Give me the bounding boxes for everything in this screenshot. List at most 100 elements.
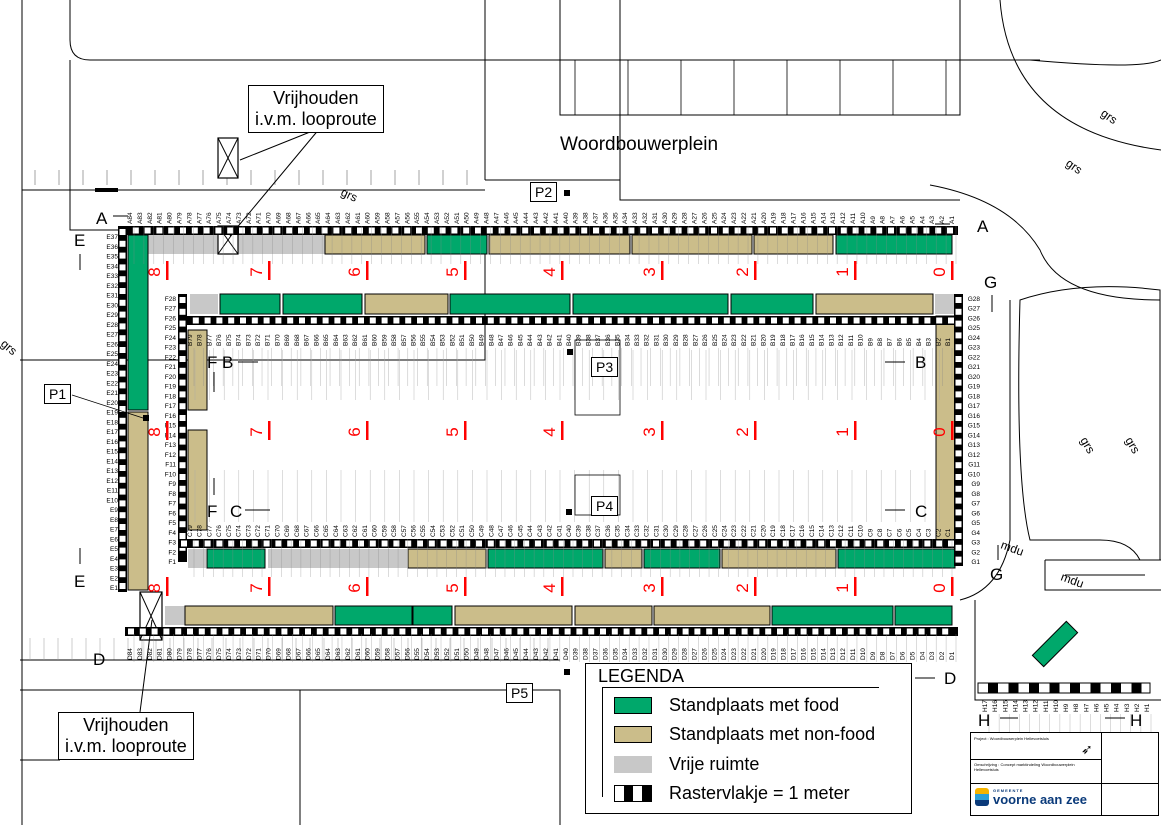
row-c-stall-free: [268, 549, 407, 568]
stall-number-label: A17: [791, 212, 798, 224]
stall-number-label: A15: [810, 212, 817, 224]
stall-number-label: B32: [644, 334, 651, 346]
logo-name: voorne aan zee: [993, 792, 1087, 807]
stall-number-label: H11: [1043, 700, 1050, 712]
grid-strip-b-square: [782, 317, 789, 324]
stall-number-label: A74: [226, 212, 233, 224]
grid-strip-a-square: [687, 227, 694, 234]
stall-number-label: D13: [830, 648, 837, 660]
grid-strip-d-square: [246, 628, 252, 635]
stall-number-label: B54: [430, 334, 437, 346]
stall-number-label: D24: [721, 648, 728, 660]
stall-number-label: C34: [624, 525, 631, 537]
grid-strip-f-square: [179, 356, 186, 362]
grid-strip-a-square: [463, 227, 470, 234]
stall-number-label: C2: [935, 528, 942, 537]
grid-strip-g-square: [955, 356, 962, 362]
grid-strip-a-square: [439, 227, 446, 234]
row-c-stall-food: [487, 548, 604, 569]
meter-mark-bar: [661, 421, 664, 440]
grid-strip-b-square: [629, 317, 636, 324]
stall-number-label: A56: [404, 212, 411, 224]
section-marker-a: A: [96, 209, 108, 228]
legend-item-food: Standplaats met food: [614, 694, 839, 716]
grid-strip-b-square: [393, 317, 400, 324]
grid-strip-a-square: [180, 227, 186, 234]
grid-strip-b-square: [664, 317, 671, 324]
grid-strip-g-square: [955, 379, 962, 386]
stall-number-label: F13: [165, 442, 177, 449]
grid-strip-e-square: [119, 347, 126, 353]
meter-mark-bar: [661, 261, 664, 280]
grid-strip-a-square: [286, 227, 293, 234]
stall-number-label: C21: [751, 525, 758, 537]
stall-number-label: B21: [751, 334, 758, 346]
grid-strip-b-square: [653, 317, 659, 324]
stall-number-label: B73: [245, 334, 252, 346]
stall-number-label: B25: [712, 334, 719, 346]
street-label: mdu: [1059, 570, 1086, 591]
grid-strip-c-square: [381, 540, 388, 547]
grid-strip-e-square: [119, 476, 126, 483]
stall-number-label: D33: [632, 648, 639, 660]
grid-strip-b-square: [735, 317, 742, 324]
grid-strip-a-square: [357, 227, 363, 234]
grid-strip-a-square: [557, 227, 564, 234]
grid-strip-e-square: [119, 524, 126, 530]
free-swatch: [614, 755, 652, 773]
stall-number-label: D35: [612, 648, 619, 660]
photo-point-p1: P1: [44, 384, 72, 404]
grid-strip-e-square: [119, 276, 126, 283]
grid-strip-d-square: [718, 628, 724, 635]
grid-strip-d-square: [753, 628, 760, 635]
grid-strip-e-square: [119, 571, 126, 578]
row-c-stall-non-food: [604, 548, 643, 569]
stall-number-label: A77: [196, 212, 203, 224]
stall-number-label: A65: [315, 212, 322, 224]
stall-number-label: G1: [971, 559, 980, 566]
grid-strip-b-square: [275, 317, 282, 324]
stall-number-label: C38: [585, 525, 592, 537]
stall-number-label: G9: [971, 481, 980, 488]
stall-number-label: C14: [819, 525, 826, 537]
stall-number-label: B70: [274, 334, 281, 346]
meter-mark-label: 5: [443, 267, 462, 276]
grid-strip-c-square: [759, 540, 766, 547]
grid-strip-c-square: [369, 540, 376, 547]
stall-number-label: A46: [503, 212, 510, 224]
grid-strip-a-square: [156, 227, 163, 234]
grid-strip-c-square: [240, 540, 246, 547]
grid-strip-c-square: [487, 540, 494, 547]
grid-strip-b-square: [712, 317, 718, 324]
grid-strip-f-square: [179, 521, 186, 528]
stall-number-label: H12: [1033, 700, 1040, 712]
stall-number-label: B72: [255, 334, 262, 346]
stall-number-label: A52: [444, 212, 451, 224]
grid-strip-a-square: [132, 227, 139, 234]
grid-strip-e-square: [119, 512, 126, 519]
road-edge: [959, 300, 1161, 701]
stall-number-label: C52: [449, 525, 456, 537]
meter-mark-bar: [754, 261, 757, 280]
stall-number-label: C13: [828, 525, 835, 537]
stall-number-label: B46: [508, 334, 515, 346]
stall-number-label: A70: [266, 212, 273, 224]
stall-number-label: F23: [165, 345, 177, 352]
grid-strip-g-square: [955, 533, 962, 539]
stall-number-label: C40: [566, 525, 573, 537]
grid-strip-c-square: [924, 540, 931, 547]
stall-number-label: A32: [642, 212, 649, 224]
grid-strip-a-square: [345, 227, 352, 234]
stall-number-label: H9: [1063, 703, 1070, 712]
grid-strip-b-square: [499, 317, 506, 324]
grid-strip-a-square: [416, 227, 422, 234]
stall-number-label: B59: [381, 334, 388, 346]
stall-number-label: E35: [106, 254, 118, 261]
meter-mark-bar: [366, 421, 369, 440]
stall-number-label: B40: [566, 334, 573, 346]
meter-mark-bar: [854, 421, 857, 440]
stall-number-label: C23: [731, 525, 738, 537]
grid-strip-d-square: [387, 628, 394, 635]
food-swatch: [614, 696, 652, 714]
photo-point-marker: [143, 415, 149, 421]
